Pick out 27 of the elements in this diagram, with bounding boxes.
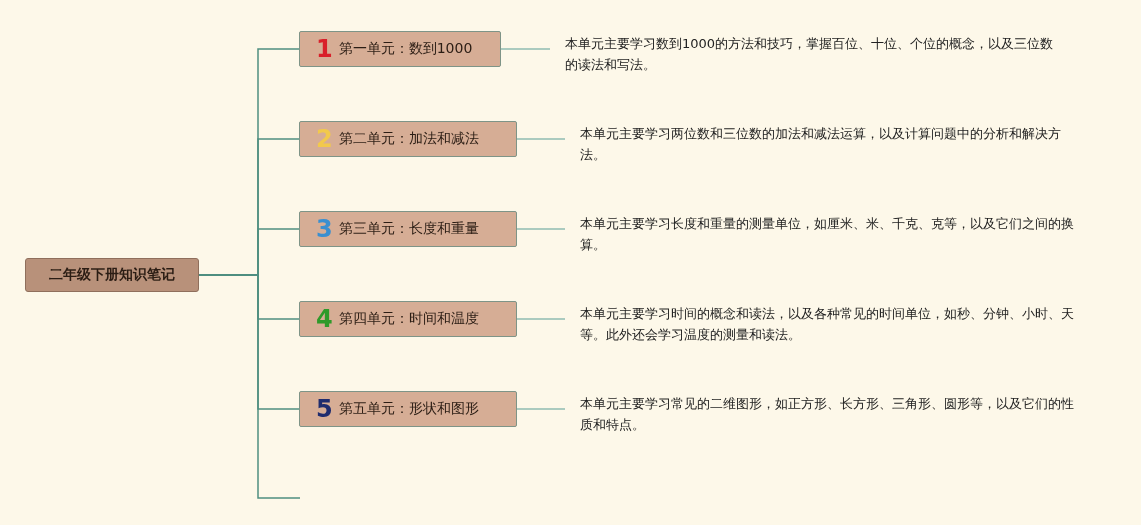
priority-number: 1 [316, 37, 333, 61]
connector-line [516, 138, 566, 140]
topic-box [299, 301, 517, 337]
topic-label: 第三单元：长度和重量 [338, 220, 479, 238]
connector-line [516, 408, 566, 410]
description-text: 本单元主要学习数到1000的方法和技巧，掌握百位、十位、个位的概念，以及三位数的读法和写法。 [565, 33, 1065, 75]
priority-number: 5 [316, 397, 333, 421]
priority-number: 3 [316, 217, 333, 241]
priority-number: 4 [316, 307, 333, 331]
description-text: 本单元主要学习常见的二维图形，如正方形、长方形、三角形、圆形等，以及它们的性质和特点。 [580, 393, 1075, 435]
topic-box [299, 211, 517, 247]
description-text: 本单元主要学习长度和重量的测量单位，如厘米、米、千克、克等，以及它们之间的换算。 [580, 213, 1075, 255]
topic-label: 第五单元：形状和图形 [338, 400, 479, 418]
topic-label: 第一单元：数到1000 [338, 40, 473, 58]
description-text: 本单元主要学习时间的概念和读法，以及各种常见的时间单位，如秒、分钟、小时、天等。此外还会学习温度的测量和读法。 [580, 303, 1075, 345]
connector-line [516, 228, 566, 230]
root-topic-box: 二年级下册知识笔记 [25, 258, 199, 292]
description-text: 本单元主要学习两位数和三位数的加法和减法运算，以及计算问题中的分析和解决方法。 [580, 123, 1075, 165]
topic-label: 第四单元：时间和温度 [338, 310, 479, 328]
connector-line [516, 318, 566, 320]
connector-line [198, 274, 301, 499]
topic-box [299, 121, 517, 157]
connector-line [500, 48, 551, 50]
topic-box [299, 31, 501, 67]
priority-number: 2 [316, 127, 333, 151]
topic-label: 第二单元：加法和减法 [338, 130, 479, 148]
topic-box [299, 391, 517, 427]
